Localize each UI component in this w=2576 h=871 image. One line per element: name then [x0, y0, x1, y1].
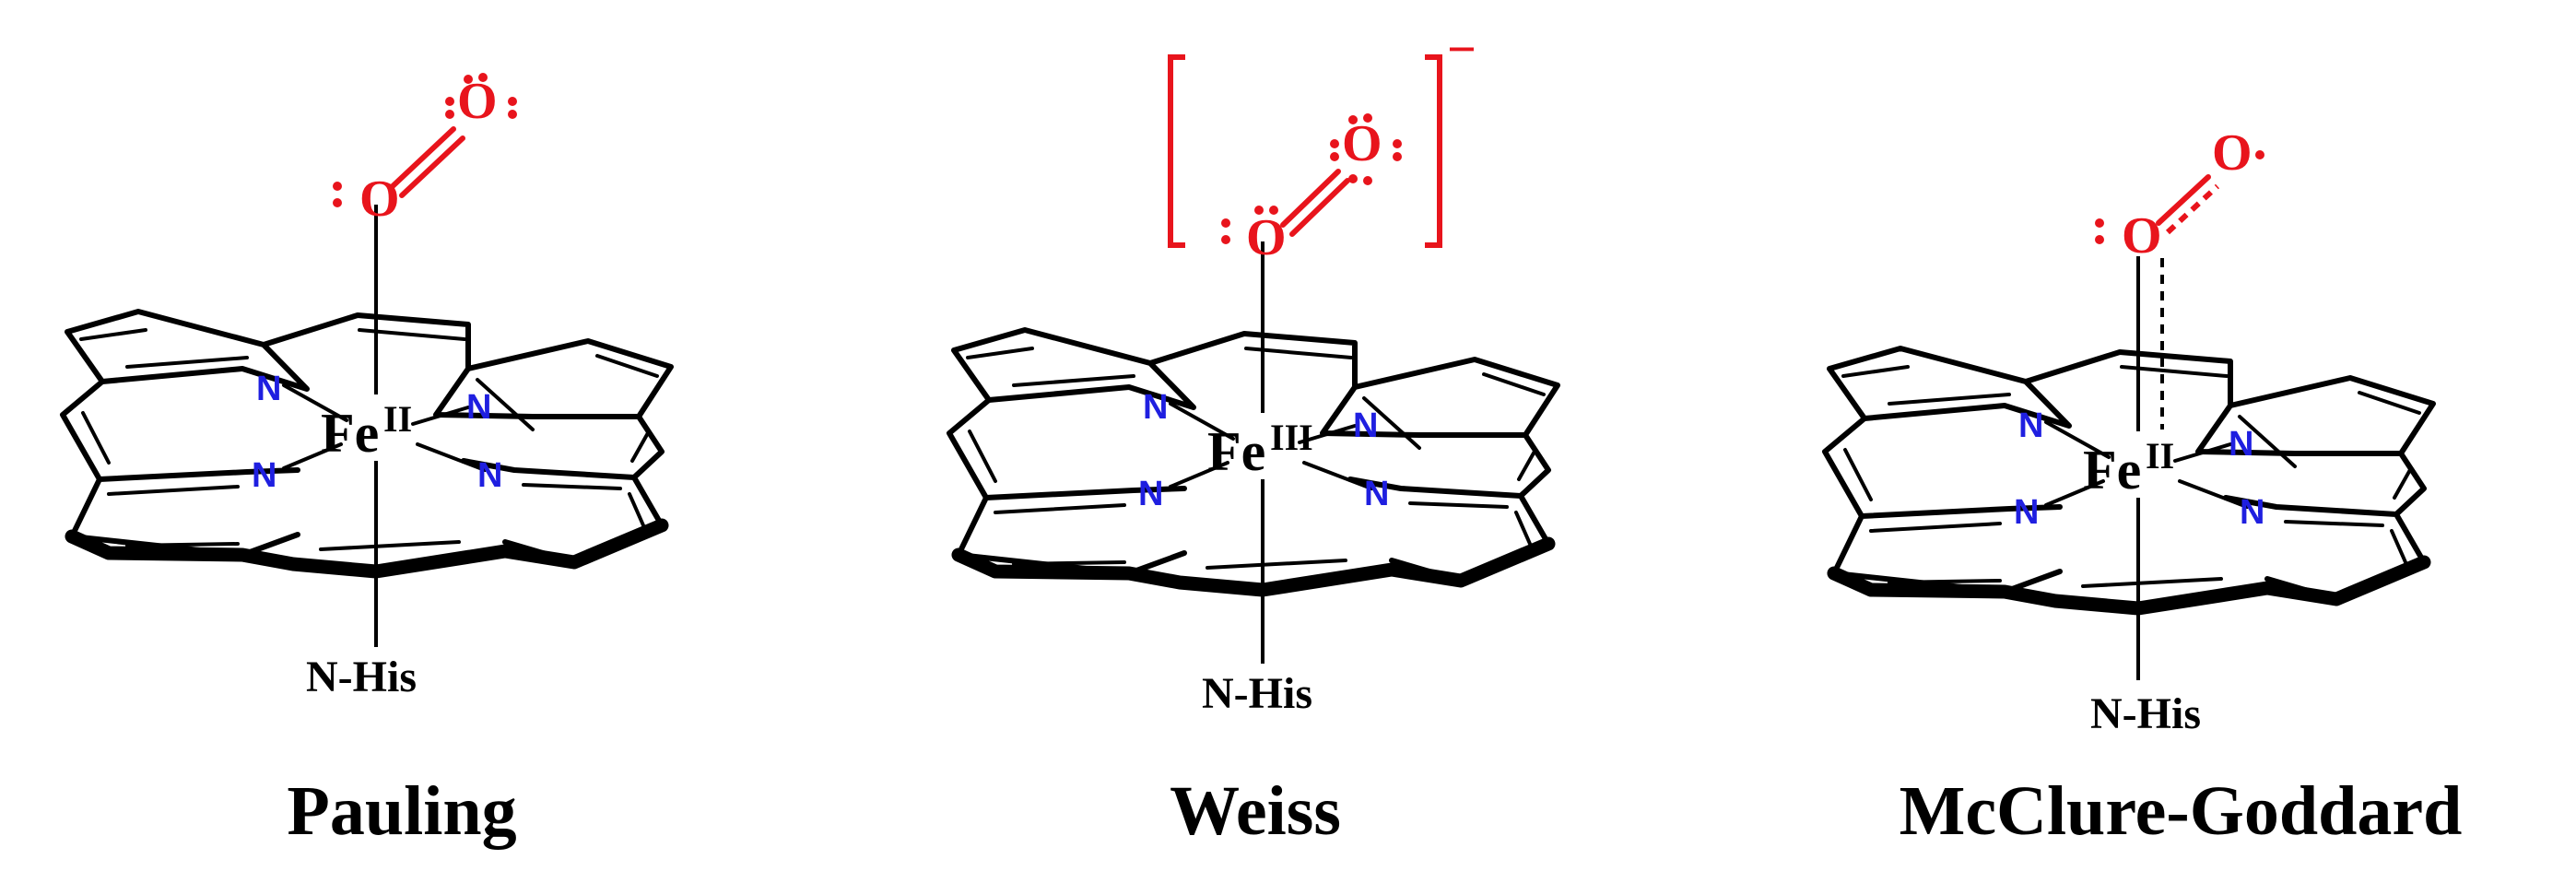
pyrrole-n-bottom-left: N — [252, 456, 276, 495]
dioxygen: O O — [2095, 124, 2264, 265]
iron-atom: Fe — [2083, 440, 2141, 500]
bracket-left — [1168, 54, 1185, 248]
pyrrole-n-top-left: N — [1143, 388, 1168, 427]
axial-histidine-label: N-His — [2090, 689, 2201, 738]
iron-atom: Fe — [321, 403, 379, 464]
pauling-structure: N N N N Fe II N-His O O — [63, 73, 671, 701]
oxygen-distal: O — [1342, 115, 1382, 172]
pyrrole-n-top-right: N — [2229, 425, 2253, 464]
pyrrole-n-top-right: N — [1353, 406, 1378, 445]
pyrrole-n-bottom-right: N — [477, 456, 502, 495]
caption-pauling: Pauling — [287, 772, 516, 850]
oxygen-distal: O — [457, 73, 498, 130]
oxygen-distal: O — [2212, 124, 2253, 182]
pyrrole-n-bottom-right: N — [1364, 475, 1389, 513]
oxygen-proximal: O — [359, 171, 400, 228]
oxygen-proximal: O — [2122, 207, 2162, 265]
pyrrole-n-top-right: N — [466, 388, 491, 427]
dioxygen: O O — [333, 73, 517, 228]
oxidation-state: II — [383, 398, 412, 440]
bracket-right — [1425, 54, 1442, 248]
pyrrole-n-bottom-left: N — [2014, 493, 2039, 532]
pyrrole-n-bottom-left: N — [1138, 475, 1163, 513]
oxidation-state: III — [1270, 417, 1313, 458]
charge-sign: − — [1447, 21, 1476, 78]
weiss-structure: N N N N Fe III N-His O O − — [949, 21, 1558, 718]
iron-atom: Fe — [1207, 421, 1265, 482]
axial-histidine-label: N-His — [306, 653, 417, 701]
mcclure-goddard-structure: N N N N Fe II N-His O O — [1825, 124, 2433, 738]
pyrrole-n-bottom-right: N — [2240, 493, 2264, 532]
pyrrole-n-top-left: N — [2018, 406, 2043, 445]
oxygen-proximal: O — [1246, 209, 1287, 266]
caption-weiss: Weiss — [1170, 772, 1341, 850]
superoxide: O O − — [1168, 21, 1476, 266]
caption-mcclure-goddard: McClure-Goddard — [1900, 772, 2463, 850]
pyrrole-n-top-left: N — [256, 370, 281, 408]
axial-histidine-label: N-His — [1202, 669, 1312, 718]
oxidation-state: II — [2146, 435, 2174, 477]
